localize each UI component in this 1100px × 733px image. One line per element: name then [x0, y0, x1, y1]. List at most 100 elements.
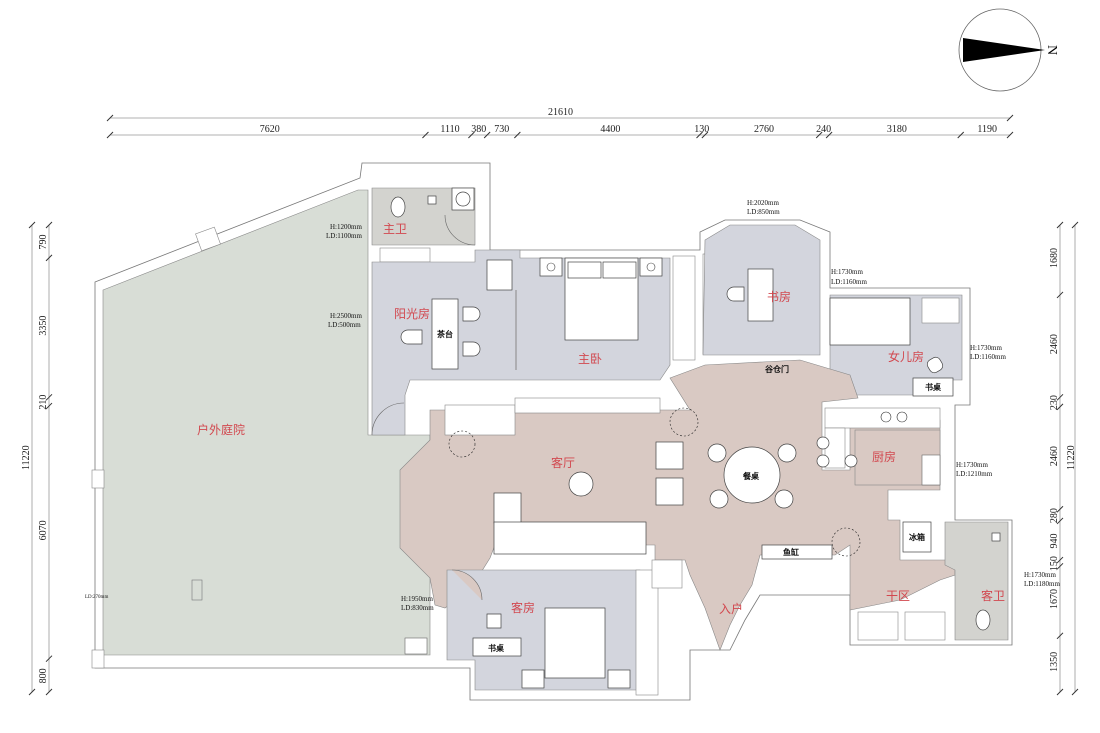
- window-note: LD:1160mm: [970, 353, 1006, 361]
- compass: N: [958, 8, 1059, 92]
- dim-left-segment: 790: [38, 234, 49, 249]
- dining-table: [723, 446, 781, 504]
- fridge: [902, 521, 932, 553]
- window-note: LD:270mm: [85, 595, 108, 600]
- window-note: H:1730mm: [970, 344, 1002, 352]
- floor-drain-icon: [427, 195, 437, 205]
- daughter-desk: [912, 377, 954, 397]
- window-note: LD:850mm: [747, 208, 780, 216]
- bar-stool: [844, 454, 858, 468]
- room-master-bedroom: 主卧: [578, 352, 602, 366]
- window-note: H:1730mm: [1024, 571, 1056, 579]
- daughter-desk-label: 书桌: [925, 382, 942, 392]
- dim-tick: [1056, 221, 1064, 229]
- vanity: [904, 611, 946, 641]
- tea-table-label: 茶台: [436, 329, 453, 339]
- dim-top-segment: 1190: [977, 124, 997, 135]
- dining-chair: [709, 489, 729, 509]
- door-swing: [371, 402, 405, 436]
- study-desk: [747, 268, 774, 322]
- guest-bed: [544, 607, 606, 679]
- dim-tick: [701, 131, 709, 139]
- barn-door-label: 谷仓门: [764, 364, 789, 374]
- coffee-table: [568, 471, 594, 497]
- left-dimensions: [31, 225, 50, 692]
- sofa-chaise: [493, 492, 522, 524]
- room-entrance: 入户: [719, 601, 743, 616]
- window-note: H:1950mm: [401, 595, 433, 603]
- window-note: H:1730mm: [956, 461, 988, 469]
- plant-icon: [831, 527, 861, 557]
- dim-right-segment: 2460: [1049, 446, 1060, 466]
- room-guest-bath: 客卫: [981, 588, 1005, 603]
- armchair: [655, 441, 684, 470]
- dim-right-total: 11220: [1066, 445, 1077, 470]
- window-note: H:1730mm: [831, 268, 863, 276]
- window-note: LD:830mm: [401, 604, 434, 612]
- fridge-label: 冰箱: [909, 532, 925, 542]
- dim-right-segment: 1350: [1049, 652, 1060, 672]
- dim-top-segment: 7620: [260, 124, 280, 135]
- dim-top-segment: 3180: [887, 124, 907, 135]
- dim-top-segment: 240: [816, 124, 831, 135]
- basin-icon: [455, 191, 471, 207]
- shoe-cabinet: [651, 559, 683, 589]
- wardrobe: [635, 569, 659, 696]
- pillow: [567, 261, 602, 279]
- armchair: [655, 477, 684, 506]
- garden-pillar: [91, 469, 105, 489]
- window-note: LD:1100mm: [326, 232, 362, 240]
- dim-tick: [815, 131, 823, 139]
- bath-cabinet: [379, 247, 431, 263]
- dim-tick: [696, 131, 703, 139]
- sofa: [493, 521, 647, 555]
- dim-tick: [1056, 562, 1064, 570]
- dim-tick: [45, 254, 53, 262]
- dim-right-segment: 940: [1049, 533, 1060, 548]
- dim-tick: [1056, 688, 1064, 696]
- lamp-icon: [646, 262, 656, 272]
- dim-top-segment: 1110: [440, 124, 459, 135]
- room-dry-area: 干区: [886, 589, 910, 603]
- nightstand: [639, 257, 663, 277]
- north-arrow-icon: [963, 38, 1045, 62]
- window-note: H:1200mm: [330, 223, 362, 231]
- room-daughter: 女儿房: [888, 349, 924, 364]
- toilet-icon: [390, 196, 406, 218]
- dim-right-segment: 150: [1049, 556, 1060, 571]
- bar-stool: [816, 454, 830, 468]
- room-master-bath: 主卫: [383, 222, 407, 236]
- right-dimensions: [1059, 225, 1076, 692]
- compass-label: N: [1044, 45, 1059, 55]
- fish-tank-label: 鱼缸: [783, 547, 799, 557]
- storage-cabinet: [857, 611, 899, 641]
- dining-chair: [707, 443, 727, 463]
- plant-icon: [448, 430, 476, 458]
- dim-tick: [1056, 403, 1064, 411]
- door-swing: [451, 569, 483, 601]
- dim-tick: [1056, 505, 1064, 513]
- dim-tick: [45, 221, 53, 229]
- dim-left-segment: 210: [38, 395, 49, 410]
- dim-tick: [514, 131, 521, 139]
- tea-table: [431, 298, 459, 370]
- dim-top-total: 21610: [548, 107, 573, 118]
- nightstand: [521, 669, 545, 689]
- dining-chair: [774, 489, 794, 509]
- room-sunroom: 阳光房: [394, 306, 430, 321]
- dim-tick: [1056, 291, 1064, 299]
- window-note: H:2020mm: [747, 199, 779, 207]
- dim-tick: [468, 131, 475, 139]
- chair-icon: [926, 356, 944, 374]
- door-swing: [444, 214, 476, 246]
- dim-right-segment: 1680: [1049, 248, 1060, 268]
- dim-tick: [1006, 131, 1014, 139]
- room-living: 客厅: [551, 455, 575, 470]
- dim-tick: [825, 131, 833, 139]
- pillow: [602, 261, 637, 279]
- dim-left-segment: 800: [38, 668, 49, 683]
- dim-tick: [1056, 556, 1064, 564]
- dim-top-segment: 380: [471, 124, 486, 135]
- dim-left-segment: 3350: [38, 316, 49, 336]
- room-study: 书房: [767, 289, 791, 304]
